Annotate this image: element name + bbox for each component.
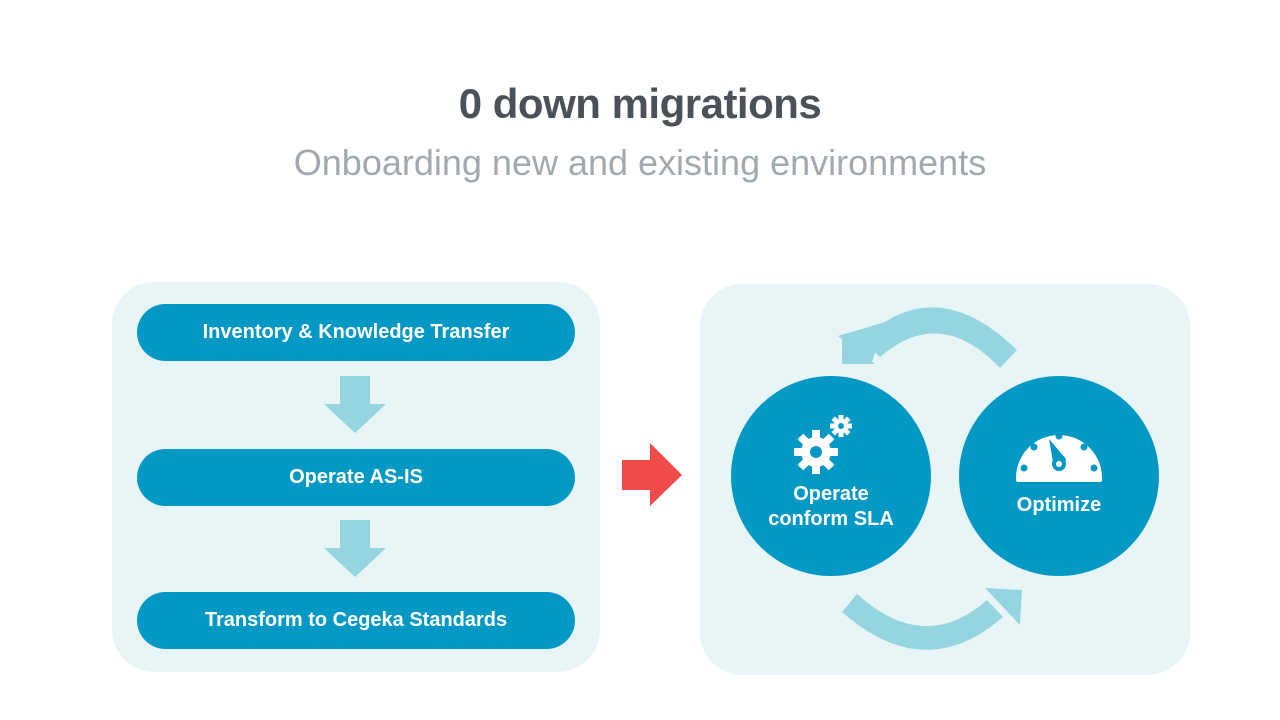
step-transform: Transform to Cegeka Standards bbox=[137, 592, 575, 649]
operate-conform-sla-circle: Operate conform SLA bbox=[731, 376, 931, 576]
step-inventory: Inventory & Knowledge Transfer bbox=[137, 304, 575, 361]
step-operate-as-is: Operate AS-IS bbox=[137, 449, 575, 506]
page-title: 0 down migrations bbox=[458, 80, 822, 127]
gears-icon bbox=[794, 415, 852, 474]
cycle-arrow-bottom-icon bbox=[842, 588, 1022, 650]
page-subtitle: Onboarding new and existing environments bbox=[293, 142, 987, 183]
cycle-arrow-top-icon bbox=[838, 307, 1017, 368]
operate-label: Operate bbox=[793, 483, 869, 505]
right-arrow-icon bbox=[622, 443, 682, 506]
optimize-label: Optimize bbox=[1016, 494, 1102, 516]
down-arrow-icon bbox=[324, 520, 386, 577]
speedometer-icon bbox=[1016, 432, 1102, 482]
optimize-circle: Optimize bbox=[959, 376, 1159, 576]
down-arrow-icon bbox=[324, 376, 386, 433]
conform-sla-label: conform SLA bbox=[768, 508, 894, 530]
